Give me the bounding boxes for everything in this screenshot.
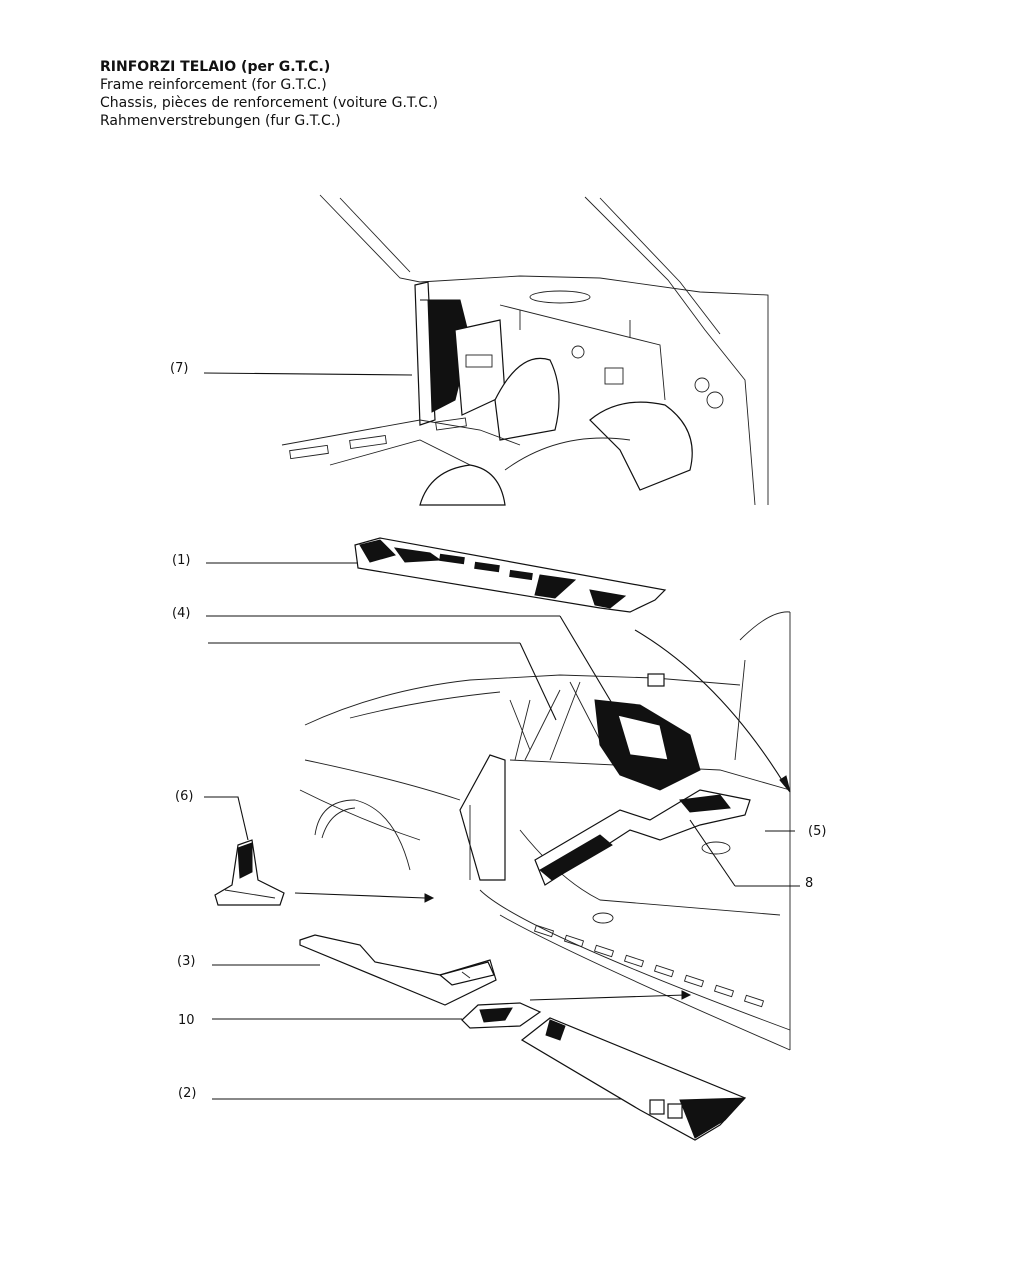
body-shell-view: [294, 611, 791, 1051]
callout-3: (3): [177, 954, 195, 969]
callout-10: 10: [178, 1013, 195, 1028]
callout-5: (5): [808, 824, 826, 839]
title-english: Frame reinforcement (for G.T.C.): [100, 77, 327, 93]
part-2-sill: [212, 1017, 747, 1141]
title-french: Chassis, pièces de renforcement (voiture…: [100, 95, 438, 111]
part-3-panel: [212, 934, 497, 1006]
callout-6: (6): [175, 789, 193, 804]
title-german: Rahmenverstrebungen (fur G.T.C.): [100, 113, 341, 129]
callout-8: 8: [805, 876, 813, 891]
part-1-rail: [206, 537, 667, 613]
callout-7: (7): [170, 361, 188, 376]
title-italian: RINFORZI TELAIO (per G.T.C.): [100, 59, 331, 75]
callout-1: (1): [172, 553, 190, 568]
callout-4: (4): [172, 606, 190, 621]
rear-compartment-view: [203, 194, 769, 506]
page-header: RINFORZI TELAIO (per G.T.C.) Frame reinf…: [100, 58, 438, 130]
part-10-plate: [212, 1002, 542, 1029]
part-6-bracket: [204, 796, 285, 906]
sill-slots: [533, 924, 765, 1008]
callout-2: (2): [178, 1086, 196, 1101]
